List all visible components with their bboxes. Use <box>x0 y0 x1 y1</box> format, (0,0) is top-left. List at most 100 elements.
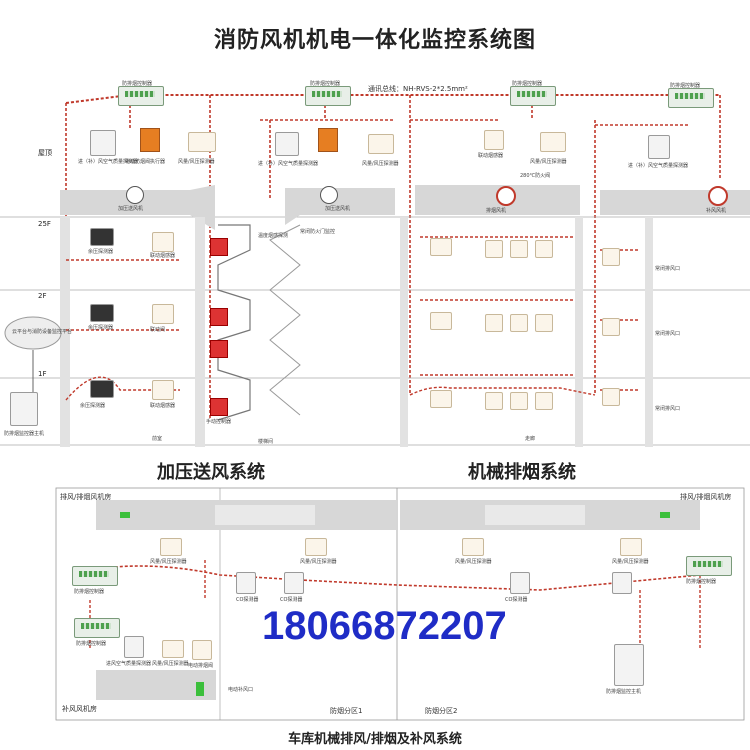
air-quality-label: 进风空气质量探测器 <box>106 661 152 667</box>
manual-controller-4 <box>210 398 228 416</box>
linked-valve-1f <box>152 380 174 400</box>
actuator-icon <box>140 128 160 152</box>
actuator-label: 电动防烟阀执行器 <box>125 159 166 165</box>
air-quality-box <box>124 636 144 658</box>
footer-caption: 车库机械排风/排烟及补风系统 <box>288 732 462 747</box>
co-detector-2 <box>284 572 304 594</box>
left-room-label: 排风/排烟风机房 <box>60 493 112 501</box>
outlet-sensor-2f <box>602 318 620 336</box>
page-title: 消防风机机电一体化监控系统图 <box>213 28 536 53</box>
smoke-sensor-label: 温度烟感探测 <box>258 233 289 239</box>
smoke-detector-box <box>484 130 504 150</box>
smoke-outlet-label-1f: 常闭排风口 <box>655 406 681 412</box>
lower-host-label: 防排烟监控主机 <box>606 689 642 695</box>
monitor-host-label: 防排烟监控器主机 <box>4 431 45 437</box>
outlet-sensor-1f <box>602 388 620 406</box>
manual-controller-1 <box>210 238 228 256</box>
right-smoke-2f-c <box>535 314 553 332</box>
right-room-label: 排风/排烟风机房 <box>680 493 732 501</box>
smoke-outlet-label-2f: 常闭排风口 <box>655 331 681 337</box>
wind-sensor-label-3: 风量/风压探测器 <box>530 159 567 165</box>
bus-label: 通讯总线：NH-RVS-2*2.5mm² <box>368 85 468 93</box>
supply-outlet-label: 电动补风口 <box>228 687 254 693</box>
wind-sensor-box-3 <box>540 132 566 152</box>
left-airflow-arrow <box>120 512 130 518</box>
smoke-outlet-label-25f: 常闭排风口 <box>655 266 681 272</box>
lower-controller-3 <box>686 556 732 576</box>
phone-number: 18066872207 <box>262 604 507 648</box>
fan-icon <box>126 186 144 204</box>
right-smoke-1f <box>485 392 503 410</box>
right-smoke-2f <box>485 314 503 332</box>
smoke-valve-box <box>192 640 212 660</box>
co-detector-3 <box>510 572 530 594</box>
top-controller-4 <box>668 88 714 108</box>
cloud-label: 云平台与消防设备监控平台 <box>12 329 73 335</box>
linked-valve-label-1f: 联动烟感器 <box>150 403 176 409</box>
fire-valve-label: 280℃防火阀 <box>520 173 551 179</box>
lower-wind-label-2: 风量/风压探测器 <box>300 559 337 565</box>
lower-wind-sensor-4 <box>620 538 642 556</box>
linked-valve-label-25f: 联动烟感器 <box>150 253 176 259</box>
door-monitor-label: 常闭防火门监控 <box>300 229 336 235</box>
lower-controller-2 <box>74 618 120 638</box>
right-airflow-arrow <box>660 512 670 518</box>
supply-room-label: 补风风机房 <box>62 705 97 713</box>
stairwell-label: 楼梯间 <box>258 439 274 445</box>
co-detector-4 <box>612 572 632 594</box>
pressure-sensor-2f <box>90 304 114 322</box>
supply-fan-icon <box>708 186 728 206</box>
zone2-label: 防烟分区2 <box>425 707 458 715</box>
air-sensor-box <box>90 130 116 156</box>
lower-wind-label-5: 风量/风压探测器 <box>152 661 189 667</box>
lower-controller-1 <box>72 566 118 586</box>
right-smoke-25f <box>485 240 503 258</box>
zone1-label: 防烟分区1 <box>330 707 363 715</box>
lower-wind-label-3: 风量/风压探测器 <box>455 559 492 565</box>
manual-controller-2 <box>210 308 228 326</box>
floor-1f-label: 1F <box>38 370 47 378</box>
lower-wind-sensor-2 <box>305 538 327 556</box>
co-label-3: CO探测器 <box>505 597 528 603</box>
pressure-fan-label-2: 加压送风机 <box>325 206 351 212</box>
manual-label: 手动控制器 <box>206 419 232 425</box>
pressure-sensor-label-1f: 余压探测器 <box>80 403 106 409</box>
pressure-sensor-25f <box>90 228 114 246</box>
corridor-label: 走廊 <box>525 436 536 442</box>
supply-outlet-arrow <box>196 682 204 696</box>
lower-wind-label-1: 风量/风压探测器 <box>150 559 187 565</box>
lower-controller-label-3: 防排烟控制器 <box>686 579 717 585</box>
controller-label-3: 防排烟控制器 <box>512 81 543 87</box>
smoke-detector-label: 联动烟感器 <box>478 153 504 159</box>
smoke-fan-label: 排烟风机 <box>486 208 507 214</box>
right-sensor-1f <box>430 390 452 408</box>
right-sensor-2f <box>430 312 452 330</box>
lower-wind-sensor-1 <box>160 538 182 556</box>
top-controller-1 <box>118 86 164 106</box>
pressure-sensor-label-2f: 余压探测器 <box>88 325 114 331</box>
monitor-host-box <box>10 392 38 426</box>
lower-controller-label-1: 防排烟控制器 <box>74 589 105 595</box>
top-controller-2 <box>305 86 351 106</box>
supply-fan-label: 补风风机 <box>706 208 727 214</box>
linked-valve-2f <box>152 304 174 324</box>
floor-25f-label: 25F <box>38 220 51 228</box>
right-smoke-25f-c <box>535 240 553 258</box>
right-smoke-2f-b <box>510 314 528 332</box>
outlet-sensor-25f <box>602 248 620 266</box>
air-sensor-label: 进（补）风空气质量探测器 <box>78 159 139 165</box>
lower-wind-sensor-3 <box>462 538 484 556</box>
controller-label-1: 防排烟控制器 <box>122 81 153 87</box>
front-room-label: 前室 <box>152 436 163 442</box>
fan-icon-2 <box>320 186 338 204</box>
right-smoke-1f-c <box>535 392 553 410</box>
pressure-sensor-1f <box>90 380 114 398</box>
lower-wind-sensor-5 <box>162 640 184 658</box>
lower-wind-label-4: 风量/风压探测器 <box>612 559 649 565</box>
floor-2f-label: 2F <box>38 292 47 300</box>
manual-controller-3 <box>210 340 228 358</box>
co-label-1: CO探测器 <box>236 597 259 603</box>
wind-sensor-box-2 <box>368 134 394 154</box>
air-sensor-box-3 <box>648 135 670 159</box>
